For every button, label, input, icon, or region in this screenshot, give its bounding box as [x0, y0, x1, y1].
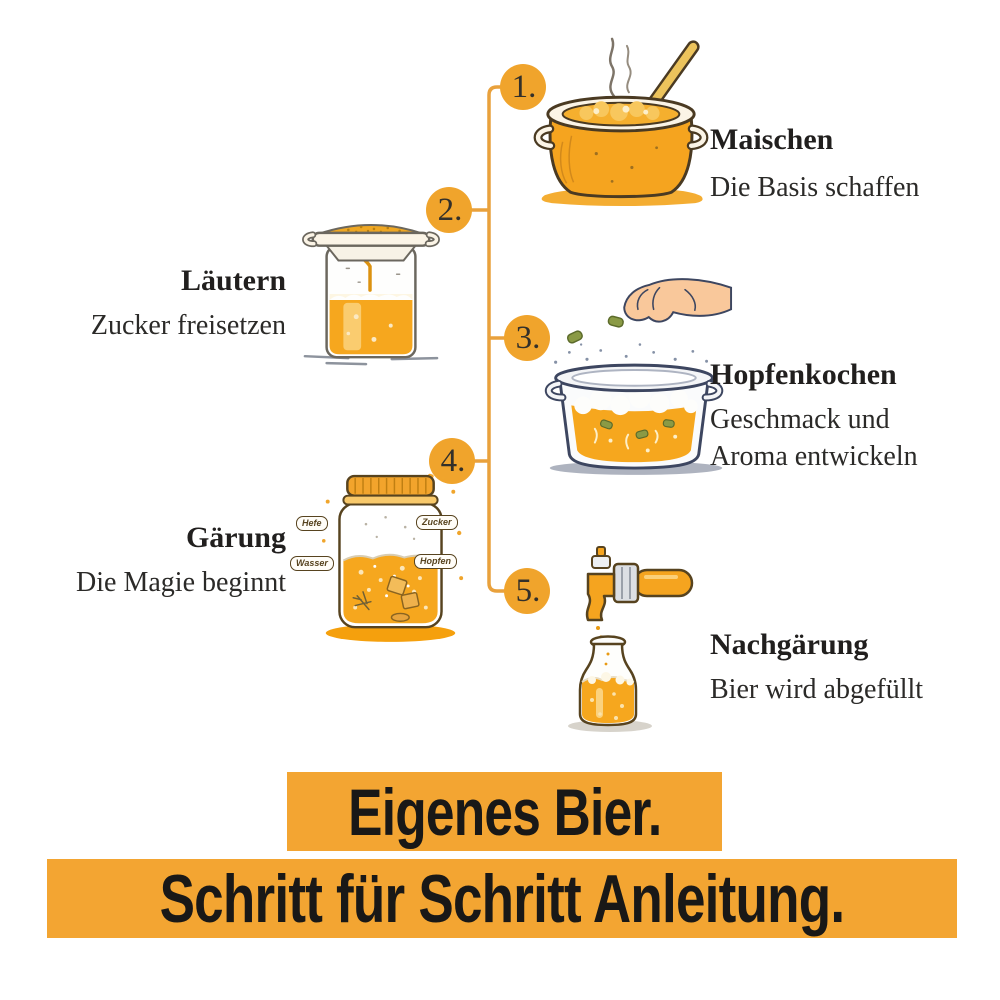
footer-title-line1: Eigenes Bier. — [347, 774, 662, 849]
step-3-number: 3. — [515, 319, 541, 356]
jar-label-hopfen: Hopfen — [414, 554, 457, 569]
step-1-text: Maischen Die Basis schaffen — [710, 122, 970, 207]
maischen-pot-illustration — [533, 37, 709, 207]
step-4-number-badge: 4. — [429, 438, 475, 484]
step-3-text: Hopfenkochen Geschmack und Aroma entwick… — [710, 357, 960, 476]
jar-label-zucker: Zucker — [416, 515, 458, 530]
step-5-text: Nachgärung Bier wird abgefüllt — [710, 627, 980, 709]
step-3-number-badge: 3. — [504, 315, 550, 361]
step-2-number-badge: 2. — [426, 187, 472, 233]
step-5-title: Nachgärung — [710, 628, 869, 661]
step-2-number: 2. — [437, 191, 463, 228]
jar-label-hefe: Hefe — [296, 516, 328, 531]
footer-title-line2: Schritt für Schritt Anleitung. — [159, 860, 846, 937]
footer-banner-line1: Eigenes Bier. — [287, 772, 722, 851]
step-2-title: Läutern — [181, 264, 286, 297]
step-2-text: Läutern Zucker freisetzen — [30, 263, 286, 345]
step-5-number: 5. — [515, 572, 541, 609]
step-4-text: Gärung Die Magie beginnt — [20, 520, 286, 602]
step-2-subtitle: Zucker freisetzen — [90, 310, 286, 341]
step-1-subtitle: Die Basis schaffen — [710, 172, 920, 203]
step-1-number-badge: 1. — [500, 64, 546, 110]
step-1-title: Maischen — [710, 123, 834, 156]
step-5-subtitle: Bier wird abgefüllt — [710, 674, 924, 705]
laeutern-illustration — [302, 224, 440, 366]
step-4-title: Gärung — [185, 521, 286, 554]
step-3-subtitle: Geschmack und Aroma entwickeln — [710, 404, 918, 472]
step-4-number: 4. — [440, 442, 466, 479]
hopfenkochen-illustration — [544, 278, 733, 475]
nachgaerung-illustration — [568, 546, 694, 732]
step-1-number: 1. — [511, 68, 537, 105]
step-4-subtitle: Die Magie beginnt — [76, 567, 286, 598]
step-5-number-badge: 5. — [504, 568, 550, 614]
jar-label-wasser: Wasser — [290, 556, 334, 571]
step-3-title: Hopfenkochen — [710, 358, 897, 391]
footer-banner-line2: Schritt für Schritt Anleitung. — [47, 859, 957, 938]
